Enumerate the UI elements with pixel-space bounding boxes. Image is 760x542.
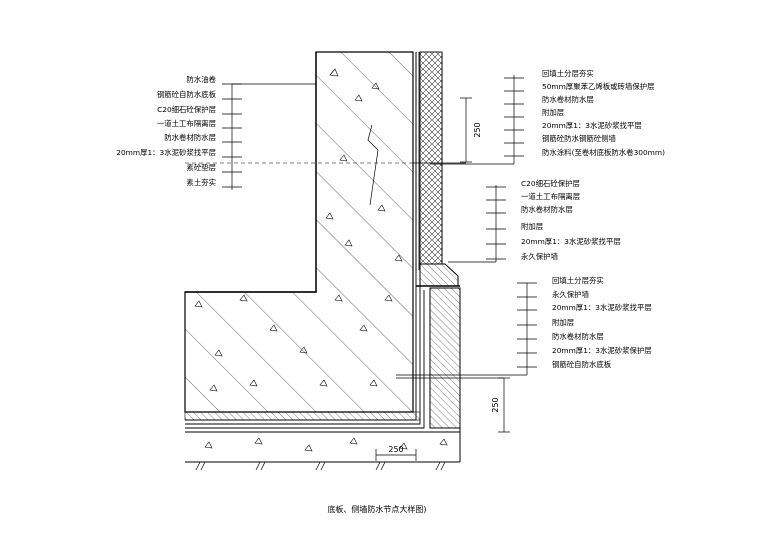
left-labels: 防水油卷 钢筋砼自防水底板 C20细石砼保护层 一道土工布隔离层 防水卷材防水层… — [116, 75, 216, 187]
left-label: 素砼垫层 — [186, 163, 216, 172]
right-mid-label: 20mm厚1：3水泥砂浆找平层 — [521, 237, 621, 246]
right-mid-label: 一道土工布隔离层 — [521, 192, 580, 201]
right-bottom-label: 回填土分层夯实 — [552, 276, 604, 285]
concrete-structure — [184, 51, 414, 413]
right-top-labels: 回填土分层夯实 50mm厚聚苯乙烯板或砖墙保护层 防水卷材防水层 附加层 20m… — [542, 69, 665, 157]
right-mid-label: 永久保护墙 — [521, 252, 559, 261]
right-bottom-leader — [396, 282, 537, 376]
right-bottom-label: 20mm厚1：3水泥砂浆找平层 — [552, 303, 652, 312]
bottom-slab-layers — [184, 411, 461, 471]
left-label: 素土夯实 — [186, 178, 216, 187]
right-top-label: 防水卷材防水层 — [542, 95, 594, 104]
right-bottom-label: 钢筋砼自防水底板 — [552, 360, 612, 369]
left-leader — [222, 83, 316, 190]
dimension-lines — [375, 97, 510, 461]
drawing-caption: 底板、侧墙防水节点大样图) — [327, 504, 426, 514]
right-mid-label: 防水卷材防水层 — [521, 205, 573, 214]
right-top-label: 附加层 — [542, 108, 564, 117]
left-label: 一道土工布隔离层 — [157, 119, 216, 128]
left-label: C20细石砼保护层 — [157, 105, 216, 114]
wall-waterproof-layers — [415, 51, 459, 287]
right-top-label: 50mm厚聚苯乙烯板或砖墙保护层 — [542, 82, 655, 91]
right-mid-labels: C20细石砼保护层 一道土工布隔离层 防水卷材防水层 附加层 20mm厚1：3水… — [521, 179, 621, 261]
right-bottom-label: 防水卷材防水层 — [552, 332, 604, 341]
left-label: 钢筋砼自防水底板 — [157, 90, 217, 99]
dim-top-vertical: 250 — [473, 122, 482, 137]
right-bottom-labels: 回填土分层夯实 永久保护墙 20mm厚1：3水泥砂浆找平层 附加层 防水卷材防水… — [552, 276, 652, 369]
left-label: 20mm厚1：3水泥砂浆找平层 — [116, 148, 216, 157]
right-mid-label: C20细石砼保护层 — [521, 179, 580, 188]
right-mid-label: 附加层 — [521, 222, 543, 231]
right-bottom-label: 永久保护墙 — [552, 290, 590, 299]
right-top-label: 防水涂料(至卷材底板防水卷300mm) — [542, 148, 665, 157]
left-label: 防水卷材防水层 — [164, 133, 216, 142]
aggregate-marks — [194, 68, 403, 392]
right-top-label: 回填土分层夯实 — [542, 69, 594, 78]
right-bottom-label: 附加层 — [552, 318, 574, 327]
right-top-label: 钢筋砼防水钢筋砼侧墙 — [542, 134, 617, 143]
right-bottom-label: 20mm厚1：3水泥砂浆保护层 — [552, 346, 652, 355]
right-top-leader — [430, 75, 524, 165]
left-label: 防水油卷 — [186, 75, 216, 84]
dim-bottom-vertical: 250 — [491, 397, 500, 412]
right-top-label: 20mm厚1：3水泥砂浆找平层 — [542, 121, 642, 130]
right-mid-leader — [448, 185, 506, 263]
dim-bottom-horizontal: 250 — [388, 445, 403, 454]
